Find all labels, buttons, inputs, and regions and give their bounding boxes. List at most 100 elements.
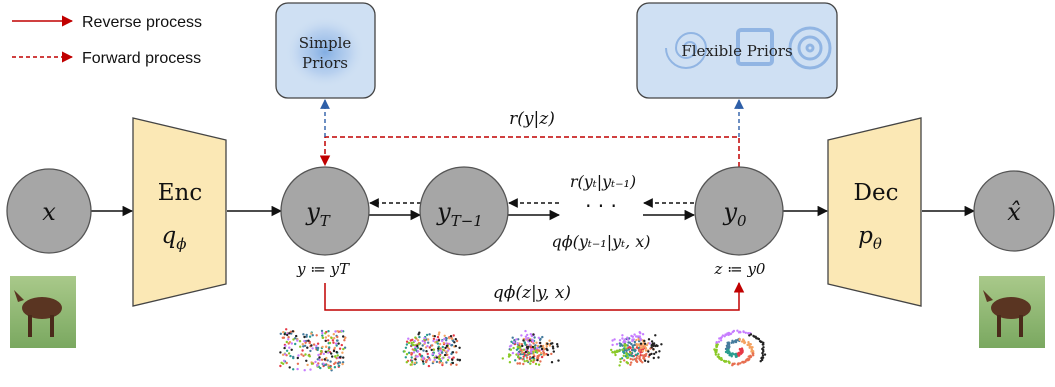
scatter-point: [657, 356, 660, 359]
scatter-point: [327, 351, 330, 354]
scatter-point: [430, 348, 433, 352]
scatter-point: [450, 337, 454, 340]
scatter-point: [539, 351, 543, 355]
scatter-point: [628, 354, 632, 357]
scatter-point: [431, 344, 434, 347]
scatter-point: [307, 339, 310, 342]
scatter-point: [424, 360, 428, 364]
scatter-point: [317, 353, 320, 357]
scatter-point: [284, 344, 287, 348]
scatter-point: [538, 338, 542, 342]
scatter-point: [342, 335, 345, 338]
scatter-evolution-icon: [279, 328, 767, 372]
scatter-point: [650, 346, 653, 349]
scatter-point: [319, 366, 322, 370]
scatter-point: [761, 354, 765, 357]
scatter-point: [528, 343, 531, 346]
scatter-point: [409, 339, 412, 342]
scatter-point: [732, 341, 735, 344]
scatter-point: [534, 349, 538, 352]
scatter-point: [738, 330, 742, 333]
scatter-point: [411, 343, 414, 347]
scatter-point: [520, 334, 523, 337]
scatter-point: [516, 362, 519, 365]
scatter-point: [643, 353, 646, 357]
scatter-point: [448, 356, 451, 359]
scatter-point: [441, 362, 444, 365]
scatter-point: [634, 353, 638, 357]
scatter-point: [329, 360, 332, 363]
scatter-point: [524, 338, 528, 341]
scatter-point: [341, 361, 345, 364]
scatter-point: [508, 361, 512, 364]
scatter-point: [323, 358, 326, 361]
scatter-point: [336, 330, 339, 333]
scatter-point: [610, 348, 613, 352]
scatter-point: [416, 350, 420, 353]
scatter-point: [751, 346, 754, 349]
scatter-point: [531, 338, 534, 341]
scatter-point: [420, 355, 423, 358]
scatter-point: [281, 353, 285, 356]
scatter-point: [728, 345, 731, 349]
scatter-point: [437, 345, 440, 348]
scatter-point: [507, 353, 511, 356]
scatter-point: [425, 359, 429, 362]
scatter-point: [413, 361, 417, 365]
scatter-point: [302, 333, 305, 336]
q-transition-label: qϕ(yₜ₋₁|yₜ, x): [551, 232, 650, 251]
scatter-point: [656, 344, 659, 348]
scatter-point: [652, 344, 655, 348]
scatter-point: [283, 333, 286, 336]
scatter-point: [724, 347, 728, 351]
scatter-point: [717, 340, 721, 343]
scatter-point: [452, 356, 455, 359]
scatter-point: [322, 362, 325, 365]
scatter-point: [527, 345, 530, 348]
scatter-point: [319, 350, 323, 353]
scatter-point: [448, 337, 451, 340]
scatter-point: [747, 341, 750, 344]
scatter-point: [734, 355, 738, 358]
scatter-point: [761, 352, 764, 355]
scatter-point: [627, 341, 630, 344]
scatter-point: [333, 366, 337, 369]
scatter-point: [310, 332, 313, 335]
z-assign-label: z ≔ y0: [714, 260, 766, 278]
scatter-point: [336, 335, 339, 339]
scatter-point: [622, 351, 626, 355]
node-y0: y0: [694, 166, 784, 256]
scatter-point: [650, 352, 653, 356]
encoder-param: qϕ: [162, 223, 187, 253]
scatter-point: [534, 344, 537, 347]
scatter-point: [422, 357, 425, 361]
scatter-point: [639, 332, 642, 335]
scatter-point: [432, 348, 436, 351]
scatter-point: [548, 339, 551, 342]
gaussian-noise-icon: [285, 16, 365, 88]
scatter-point: [290, 342, 293, 345]
scatter-point: [335, 350, 338, 354]
scatter-point: [303, 339, 306, 343]
scatter-point: [283, 353, 287, 356]
scatter-point: [531, 356, 535, 359]
scatter-point: [746, 343, 749, 347]
scatter-point: [425, 350, 428, 353]
scatter-point: [556, 343, 559, 346]
scatter-point: [532, 353, 535, 356]
scatter-point: [308, 341, 311, 345]
scatter-point: [744, 359, 748, 362]
scatter-point: [529, 346, 533, 349]
node-x-label: x: [42, 198, 56, 226]
scatter-point: [286, 333, 289, 337]
scatter-point: [641, 349, 644, 353]
scatter-point: [730, 355, 733, 358]
scatter-point: [289, 330, 292, 333]
node-yT1-label: yT−1: [436, 198, 483, 230]
scatter-point: [557, 359, 560, 362]
scatter-point: [426, 345, 429, 348]
scatter-point: [334, 342, 338, 345]
scatter-point: [629, 363, 632, 366]
scatter-point: [282, 331, 285, 334]
scatter-point: [539, 341, 542, 345]
